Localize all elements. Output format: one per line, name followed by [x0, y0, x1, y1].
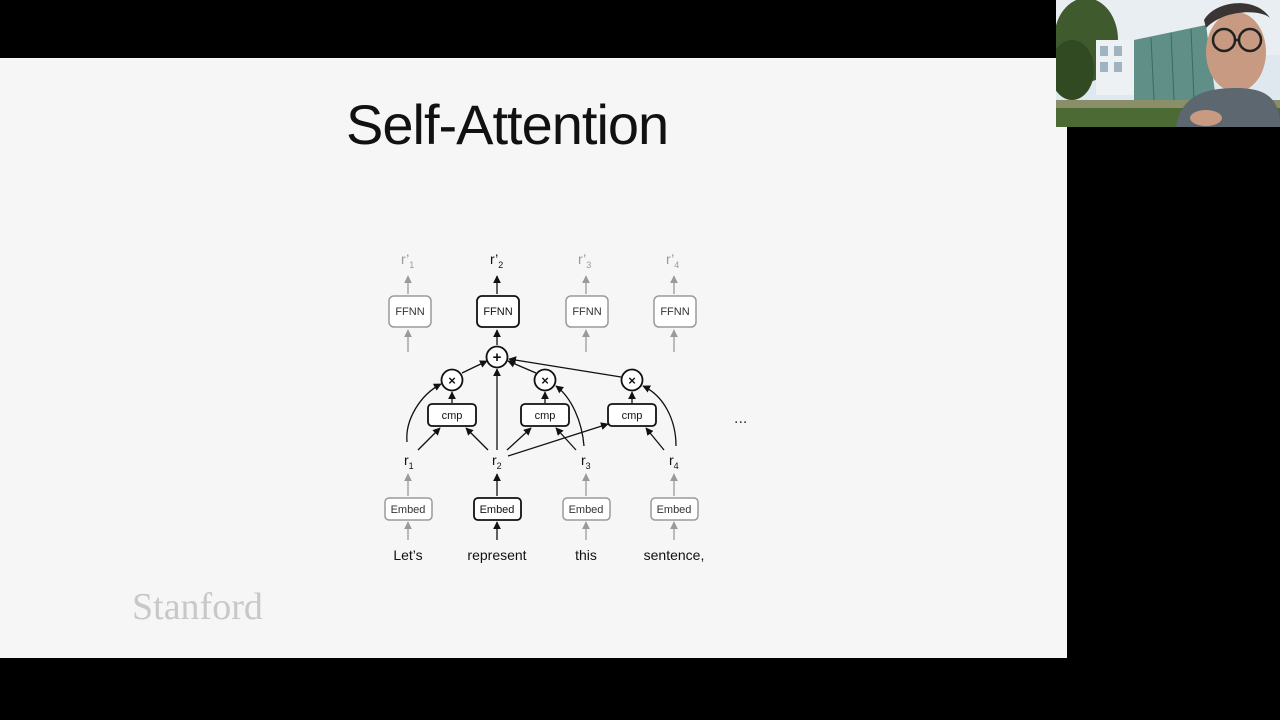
multiply-node-4 — [620, 368, 644, 392]
cmp-box-1 — [427, 403, 477, 427]
column-4: sentence, Embed r4 FFNN r’4 — [644, 251, 705, 563]
column-1: Let’s Embed r1 FFNN r’1 — [384, 251, 433, 563]
multiply-symbol-1: × — [448, 373, 456, 388]
stanford-logo: Stanford — [132, 586, 263, 628]
multiply-symbol-3: × — [541, 373, 549, 388]
webcam-feed — [1056, 0, 1280, 127]
webcam-image — [1056, 0, 1280, 127]
ffnn-box-3 — [565, 295, 609, 328]
ffnn-label-3: FFNN — [572, 306, 601, 318]
multiply-node-1 — [440, 368, 464, 392]
r-label-4: r4 — [669, 452, 679, 471]
embed-label-2: Embed — [480, 504, 515, 516]
embed-label-3: Embed — [569, 504, 604, 516]
r-prime-label-4: r’4 — [666, 251, 679, 270]
ffnn-label-2: FFNN — [483, 306, 512, 318]
multiply-symbol-4: × — [628, 373, 636, 388]
ffnn-box-4 — [653, 295, 697, 328]
word-2: represent — [467, 547, 526, 563]
ffnn-label-1: FFNN — [395, 306, 424, 318]
embed-box-2 — [473, 497, 522, 521]
cmp-box-4 — [607, 403, 657, 427]
word-4: sentence, — [644, 547, 705, 563]
r-label-2: r2 — [492, 452, 502, 471]
embed-label-1: Embed — [391, 504, 426, 516]
slide — [0, 58, 1067, 658]
word-1: Let’s — [393, 547, 422, 563]
cmp-label-4: cmp — [622, 410, 643, 422]
slide-title: Self-Attention — [346, 93, 669, 156]
r-label-1: r1 — [404, 452, 414, 471]
embed-label-4: Embed — [657, 504, 692, 516]
attention-mechanism: cmp cmp cmp × × × + — [406, 345, 677, 457]
embed-box-4 — [650, 497, 699, 521]
r-prime-label-2: r’2 — [490, 251, 503, 270]
embed-box-3 — [562, 497, 611, 521]
embed-box-1 — [384, 497, 433, 521]
cmp-box-3 — [520, 403, 570, 427]
ffnn-box-2 — [476, 295, 520, 328]
sum-symbol: + — [493, 349, 502, 366]
column-3: this Embed r3 FFNN r’3 — [562, 251, 611, 563]
ffnn-box-1 — [388, 295, 432, 328]
column-2: represent Embed r2 FFNN r’2 — [467, 251, 526, 563]
ffnn-label-4: FFNN — [660, 306, 689, 318]
word-3: this — [575, 547, 597, 563]
multiply-node-3 — [533, 368, 557, 392]
r-prime-label-3: r’3 — [578, 251, 591, 270]
self-attention-diagram: Let’s Embed r1 FFNN r’1 represent Embed … — [384, 251, 705, 563]
cmp-label-1: cmp — [442, 410, 463, 422]
r-label-3: r3 — [581, 452, 591, 471]
ellipsis: ... — [734, 410, 748, 427]
sum-node — [485, 345, 509, 369]
cmp-label-3: cmp — [535, 410, 556, 422]
r-prime-label-1: r’1 — [401, 251, 414, 270]
